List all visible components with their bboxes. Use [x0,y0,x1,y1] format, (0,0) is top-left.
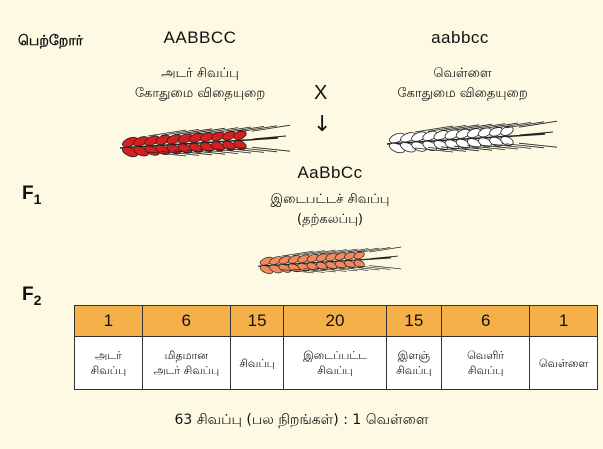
parents-label: பெற்றோர் [18,33,83,49]
phenotype-cell: இளஞ்சிவப்பு [385,336,443,390]
count-cell: 1 [74,305,143,337]
count-cell: 15 [385,305,443,337]
parent-right-line1: வெள்ளை [433,66,492,81]
parent-left-genotype: AABBCC [163,28,237,47]
parent-right-description: வெள்ளை கோதுமை விதையுறை [370,64,555,104]
count-cell: 15 [229,305,285,337]
white-wheat-spike-icon [386,120,558,154]
parent-left-line1: அடர் சிவப்பு [161,66,239,81]
count-cell: 20 [283,305,387,337]
phenotype-cell: சிவப்பு [229,336,285,390]
f1-line2: (தற்கலப்பு) [297,212,363,227]
f1-label: F1 [22,183,42,207]
phenotype-cell: அடர்சிவப்பு [74,336,143,390]
count-cell: 1 [529,305,598,337]
f2-label: F2 [22,284,42,308]
count-cell: 6 [141,305,231,337]
count-cell: 6 [441,305,531,337]
parent-left-description: அடர் சிவப்பு கோதுமை விதையுறை [105,64,295,104]
phenotype-cell: வெளிர்சிவப்பு [441,336,531,390]
f1-wheat-spike-icon [258,246,402,274]
parent-right-genotype: aabbcc [431,28,489,47]
parent-right-line2: கோதுமை விதையுறை [397,86,528,101]
down-arrow-icon: ↓ [313,112,332,137]
f1-line1: இடைபட்டச் சிவப்பு [270,192,390,207]
phenotype-cell: வெள்ளை [529,336,598,390]
f1-description: இடைபட்டச் சிவப்பு (தற்கலப்பு) [230,190,430,230]
f1-genotype: AaBbCc [297,163,363,182]
parent-left-line2: கோதுமை விதையுறை [134,86,266,101]
ratio-summary: 63 சிவப்பு (பல நிறங்கள்) : 1 வெள்ளை [174,412,429,428]
f2-count-row: 1 6 15 20 15 6 1 [74,305,598,337]
red-wheat-spike-icon [119,124,291,158]
cross-symbol: X [314,82,328,104]
